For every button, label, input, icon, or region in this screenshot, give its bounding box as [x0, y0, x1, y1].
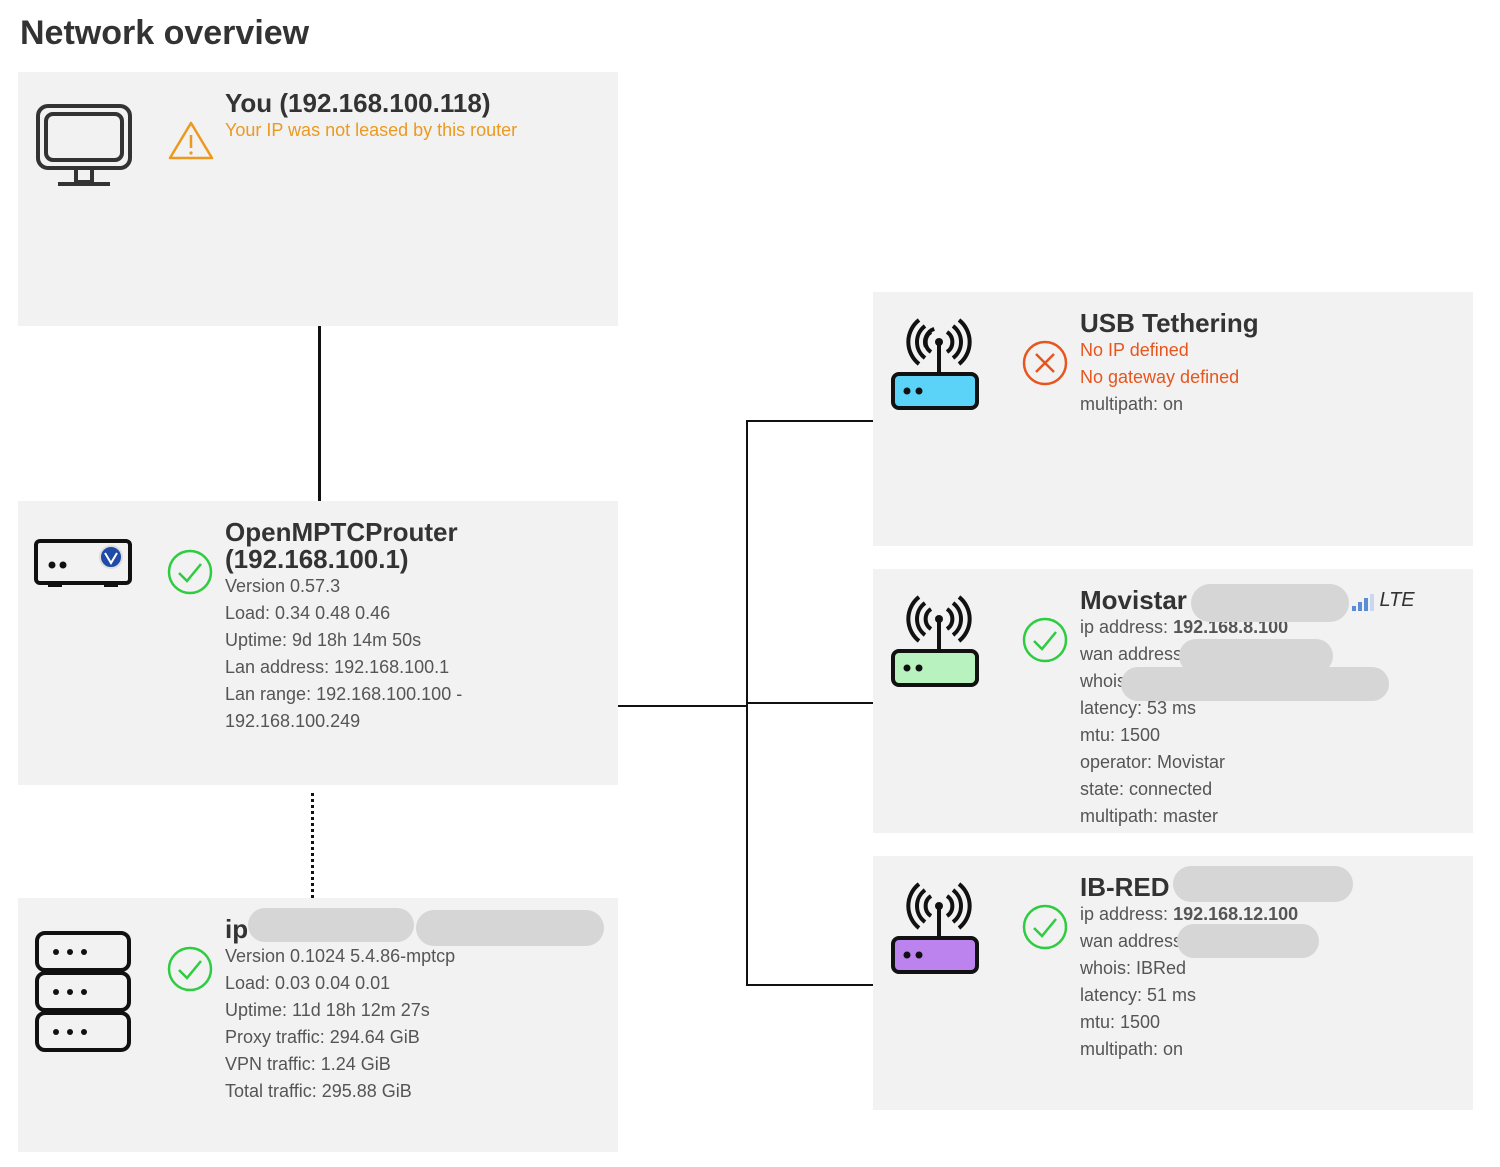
server-vpn-traffic: VPN traffic: 1.24 GiB	[225, 1054, 391, 1074]
movistar-whois: whois	[1080, 671, 1127, 691]
check-circle-icon	[167, 549, 213, 595]
error-circle-icon	[1022, 340, 1068, 386]
connector-bus-usb	[746, 420, 874, 422]
ibred-title: IB-RED	[1080, 872, 1170, 902]
connector-bus-ibred	[746, 984, 876, 986]
network-type-badge: LTE	[1379, 589, 1415, 611]
router-card[interactable]: OpenMPTCProuter (192.168.100.1) Version …	[18, 501, 618, 785]
server-title: ip	[225, 914, 249, 944]
redacted-region	[1177, 924, 1319, 958]
ibred-wan-address: wan address	[1080, 931, 1183, 951]
signal-strength: LTE	[1351, 589, 1415, 612]
movistar-ip-address: ip address: 192.168.8.100	[1080, 617, 1289, 637]
connector-router-server	[311, 793, 314, 898]
ibred-mtu: mtu: 1500	[1080, 1012, 1161, 1032]
usb-multipath: multipath: on	[1080, 394, 1184, 414]
usb-error-gateway: No gateway defined	[1080, 367, 1240, 387]
connector-client-router	[318, 326, 321, 501]
redacted-region	[416, 910, 604, 946]
router-title-line2: (192.168.100.1)	[225, 544, 409, 574]
router-lan-range-end: 192.168.100.249	[225, 711, 361, 731]
client-card[interactable]: You (192.168.100.118) Your IP was not le…	[18, 72, 618, 326]
ibred-whois: whois: IBRed	[1080, 958, 1187, 978]
server-total-traffic: Total traffic: 295.88 GiB	[225, 1081, 412, 1101]
redacted-region	[248, 908, 414, 942]
redacted-region	[1121, 667, 1389, 701]
client-title: You (192.168.100.118)	[225, 88, 491, 118]
client-warning: Your IP was not leased by this router	[225, 120, 518, 140]
router-lan-address: Lan address: 192.168.100.1	[225, 657, 450, 677]
router-uptime: Uptime: 9d 18h 14m 50s	[225, 630, 422, 650]
router-box-icon	[34, 539, 132, 587]
connector-router-trunk	[618, 705, 748, 707]
ibred-latency: latency: 51 ms	[1080, 985, 1197, 1005]
movistar-operator: operator: Movistar	[1080, 752, 1226, 772]
server-card[interactable]: ip Version 0.1024 5.4.86-mptcp Load: 0.0…	[18, 898, 618, 1152]
server-uptime: Uptime: 11d 18h 12m 27s	[225, 1000, 430, 1020]
router-lan-range: Lan range: 192.168.100.100 -	[225, 684, 463, 704]
router-load: Load: 0.34 0.48 0.46	[225, 603, 391, 623]
wifi-router-icon	[891, 595, 979, 687]
movistar-title: Movistar	[1080, 585, 1187, 615]
movistar-state: state: connected	[1080, 779, 1213, 799]
usb-tethering-card[interactable]: USB Tethering No IP defined No gateway d…	[873, 292, 1473, 546]
connector-bus-movistar	[746, 702, 876, 704]
movistar-card[interactable]: Movistar ip address: 192.168.8.100 wan a…	[873, 569, 1473, 833]
server-version: Version 0.1024 5.4.86-mptcp	[225, 946, 456, 966]
signal-bars-icon	[1352, 593, 1374, 611]
check-circle-icon	[1022, 904, 1068, 950]
server-stack-icon	[35, 931, 131, 1052]
check-circle-icon	[1022, 617, 1068, 663]
router-version: Version 0.57.3	[225, 576, 341, 596]
wifi-router-icon	[891, 882, 979, 974]
movistar-wan-address: wan address	[1080, 644, 1183, 664]
server-proxy-traffic: Proxy traffic: 294.64 GiB	[225, 1027, 420, 1047]
ibred-ip-address: ip address: 192.168.12.100	[1080, 904, 1299, 924]
monitor-icon	[36, 104, 132, 186]
usb-error-ip: No IP defined	[1080, 340, 1189, 360]
usb-title: USB Tethering	[1080, 308, 1259, 338]
ibred-multipath: multipath: on	[1080, 1039, 1184, 1059]
router-title-line1: OpenMPTCProuter	[225, 517, 458, 547]
movistar-mtu: mtu: 1500	[1080, 725, 1161, 745]
check-circle-icon	[167, 946, 213, 992]
movistar-multipath: multipath: master	[1080, 806, 1219, 826]
server-load: Load: 0.03 0.04 0.01	[225, 973, 391, 993]
page-title: Network overview	[20, 14, 310, 52]
redacted-region	[1173, 866, 1353, 902]
redacted-region	[1191, 584, 1349, 622]
warning-triangle-icon	[168, 121, 214, 160]
movistar-latency: latency: 53 ms	[1080, 698, 1197, 718]
wifi-router-icon	[891, 318, 979, 410]
ibred-card[interactable]: IB-RED ip address: 192.168.12.100 wan ad…	[873, 856, 1473, 1110]
